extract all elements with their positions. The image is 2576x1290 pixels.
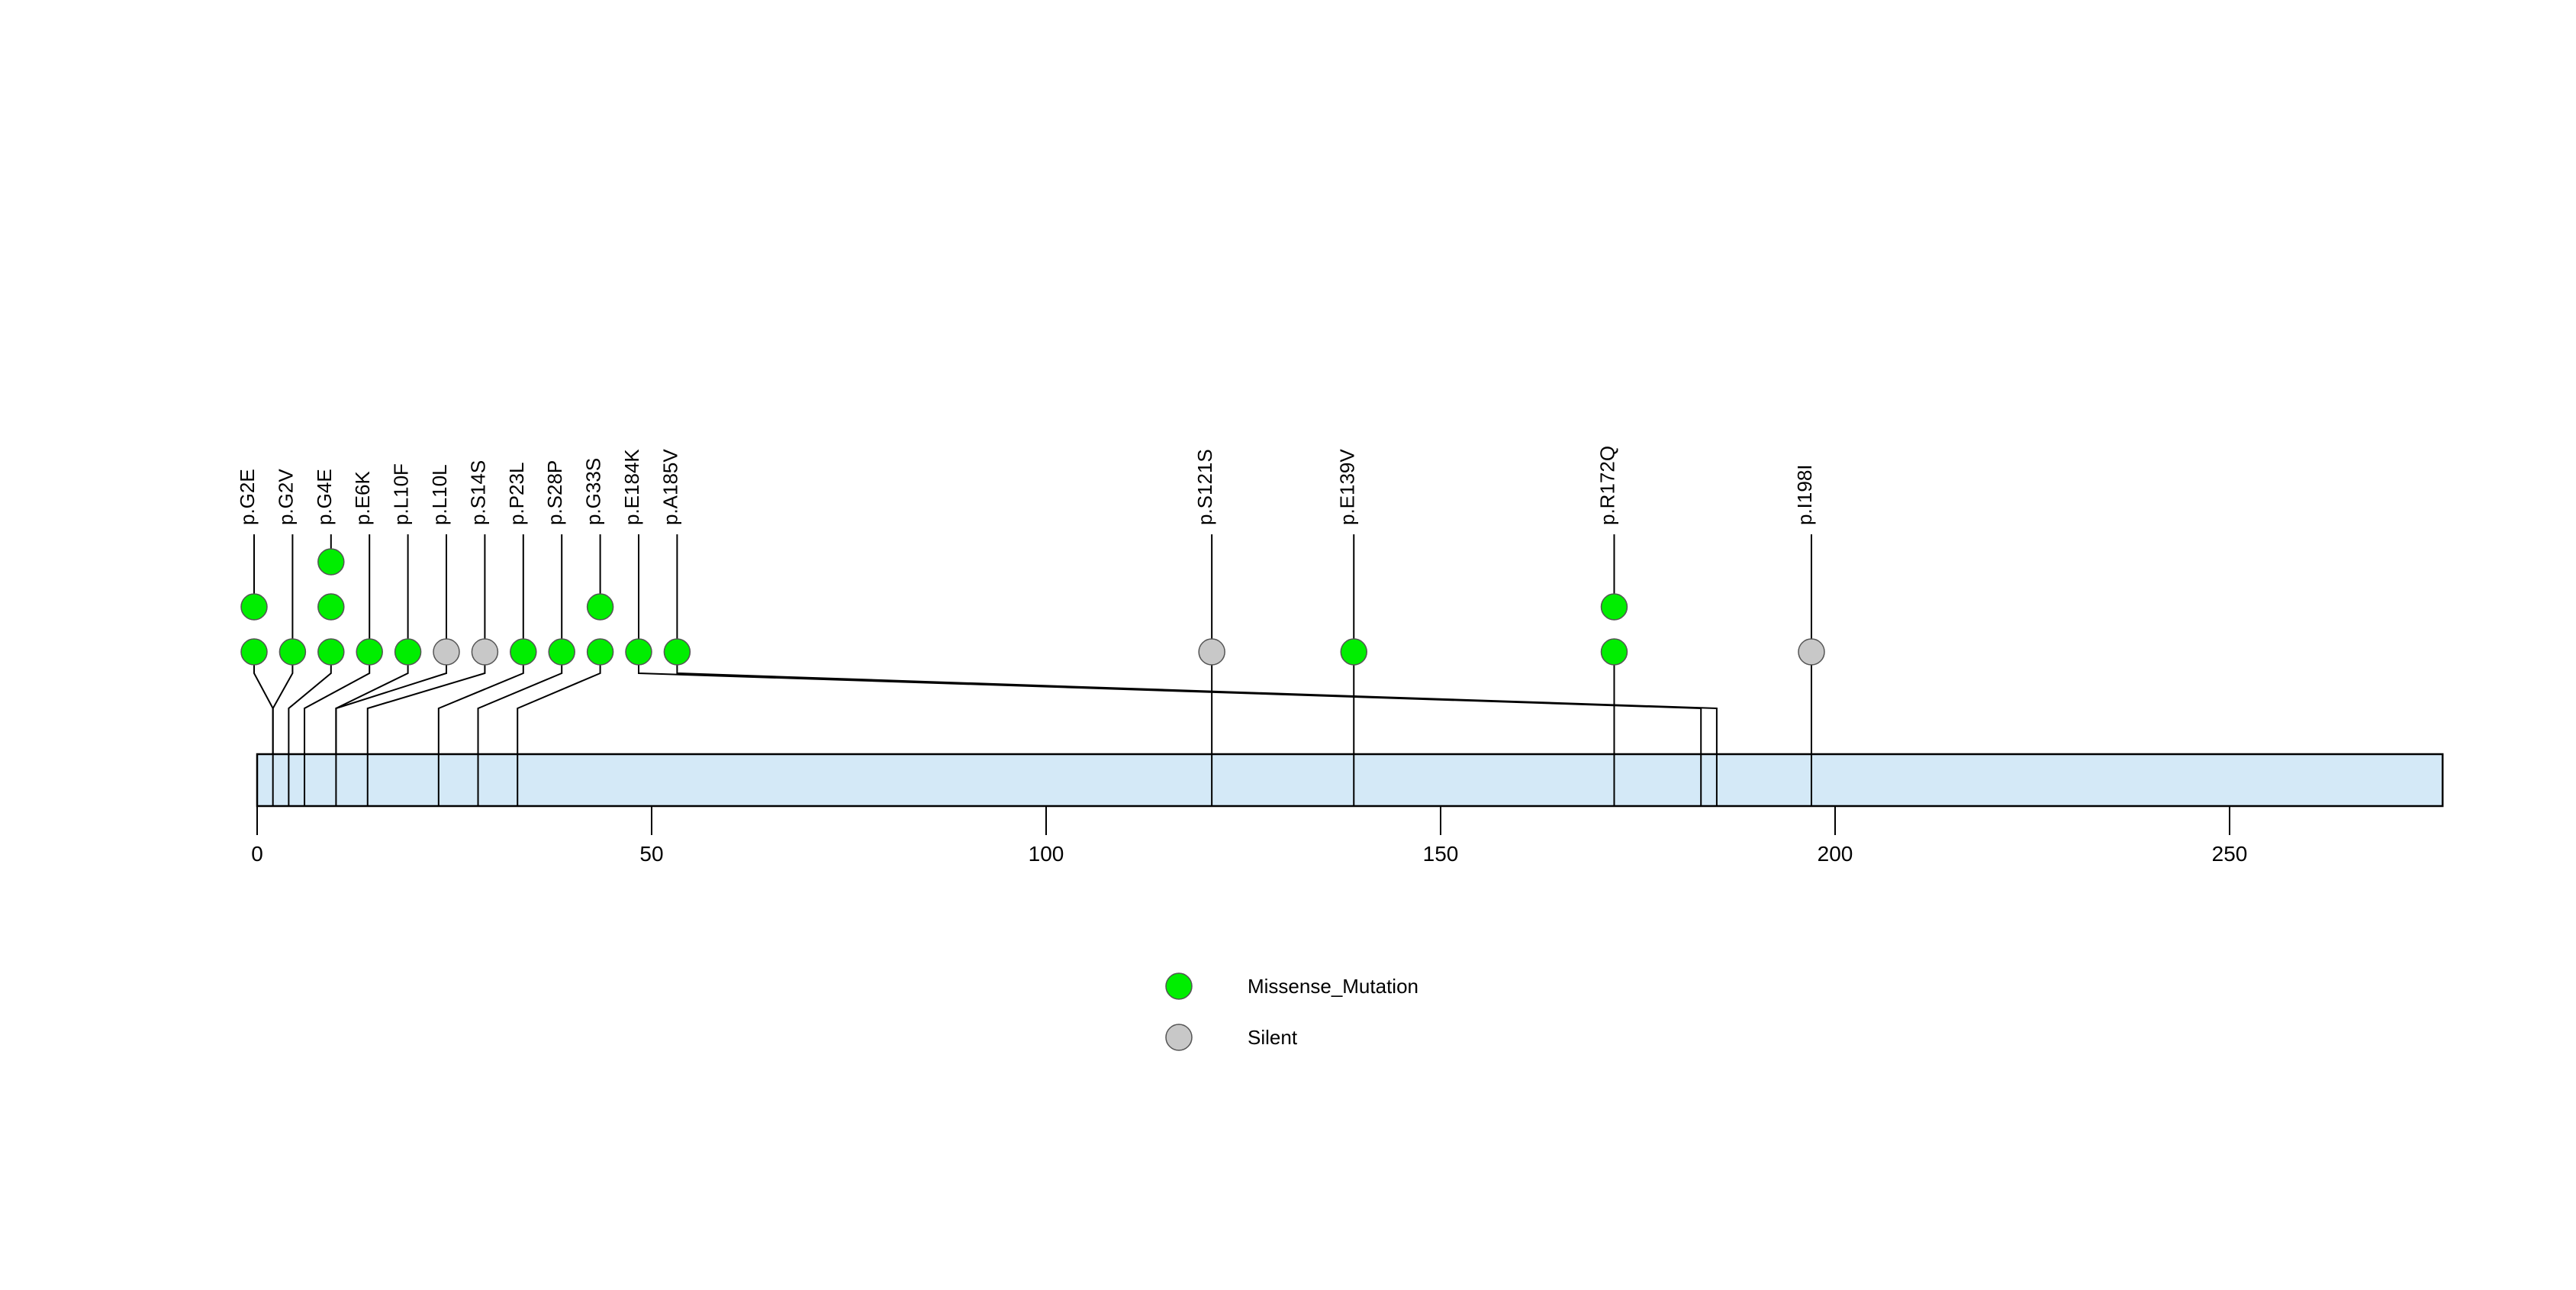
mutation-label: p.E6K [351,471,374,525]
legend-swatch [1165,972,1193,1000]
mutation-label: p.E139V [1335,449,1358,525]
axis-tick-label: 150 [1423,842,1459,866]
lollipop-connector [253,652,274,754]
mutation-label: p.A185V [658,449,681,525]
mutation-circle[interactable] [317,548,345,576]
lollipop-connector [517,652,601,754]
mutation-circle[interactable] [663,638,691,666]
mutation-label: p.G2V [274,469,297,525]
mutation-label: p.P23L [505,463,528,525]
protein-domain-bar-fill [257,754,2443,806]
mutation-circle[interactable] [1600,593,1628,621]
mutation-circle[interactable] [548,638,575,666]
mutation-label: p.G2E [236,469,259,525]
lollipop-connector [304,652,371,754]
lollipop-connector [272,652,294,754]
lollipop-connector [288,652,332,754]
axis-tick-label: 50 [639,842,663,866]
mutation-circle[interactable] [317,593,345,621]
legend-label: Silent [1248,1026,1298,1049]
lollipop-connector [477,652,563,754]
mutation-circle[interactable] [317,638,345,666]
mutation-circle[interactable] [586,593,614,621]
axis-tick-label: 200 [1818,842,1853,866]
mutation-circle[interactable] [1798,638,1825,666]
mutation-circle[interactable] [510,638,537,666]
mutation-circle[interactable] [356,638,383,666]
mutation-circle[interactable] [1198,638,1225,666]
mutation-circle[interactable] [1600,638,1628,666]
protein-domain-bar-outline [256,753,2444,808]
legend-swatch [1165,1024,1193,1051]
axis-tick-label: 250 [2212,842,2248,866]
lollipop-connector [676,652,1718,754]
mutation-circle[interactable] [1340,638,1368,666]
mutation-label: p.S28P [543,460,566,525]
mutation-circle[interactable] [240,593,268,621]
mutation-label: p.L10L [428,464,451,525]
mutation-label: p.R172Q [1596,446,1618,525]
mutation-circle[interactable] [433,638,460,666]
mutation-label: p.L10F [390,463,413,525]
lollipop-connector [437,652,524,754]
mutation-label: p.G33S [582,458,605,525]
mutation-circle[interactable] [586,638,614,666]
mutation-circle[interactable] [471,638,499,666]
mutation-label: p.I198I [1793,464,1816,525]
lollipop-connector [335,652,447,754]
mutation-circle[interactable] [240,638,268,666]
mutation-label: p.S121S [1193,449,1216,525]
mutation-circle[interactable] [279,638,307,666]
axis-tick-label: 0 [251,842,263,866]
mutation-circle[interactable] [394,638,422,666]
mutation-circle[interactable] [625,638,652,666]
legend-label: Missense_Mutation [1248,975,1418,998]
mutation-label: p.S14S [466,460,489,525]
axis-tick-label: 100 [1029,842,1064,866]
mutation-label: p.E184K [620,449,643,525]
mutation-label: p.G4E [313,469,336,525]
lollipop-connector [335,652,409,754]
lollipop-connector [366,652,486,754]
